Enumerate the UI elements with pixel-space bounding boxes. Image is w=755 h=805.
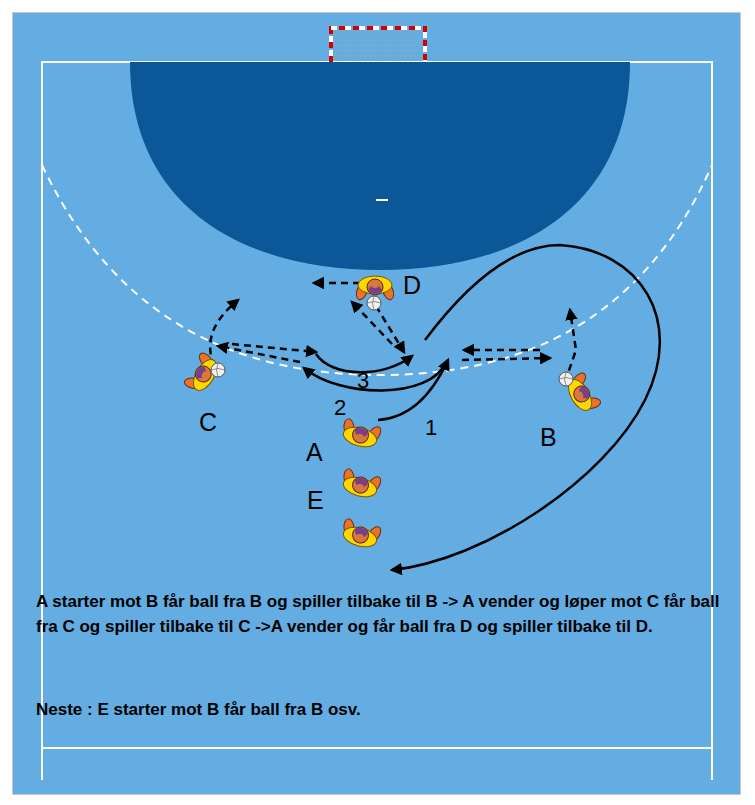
callout-number: 2: [334, 397, 346, 419]
instruction-text: Neste : E starter mot B får ball fra B o…: [36, 698, 726, 723]
callout-number: 1: [425, 417, 437, 439]
callout-number: 3: [357, 370, 369, 392]
instruction-text: A starter mot B får ball fra B og spille…: [36, 590, 726, 639]
player-letter: D: [403, 273, 421, 298]
player-letter: C: [199, 410, 217, 435]
player-letter: A: [306, 440, 323, 465]
player-letter: B: [540, 425, 557, 450]
player-letter: E: [307, 488, 324, 513]
